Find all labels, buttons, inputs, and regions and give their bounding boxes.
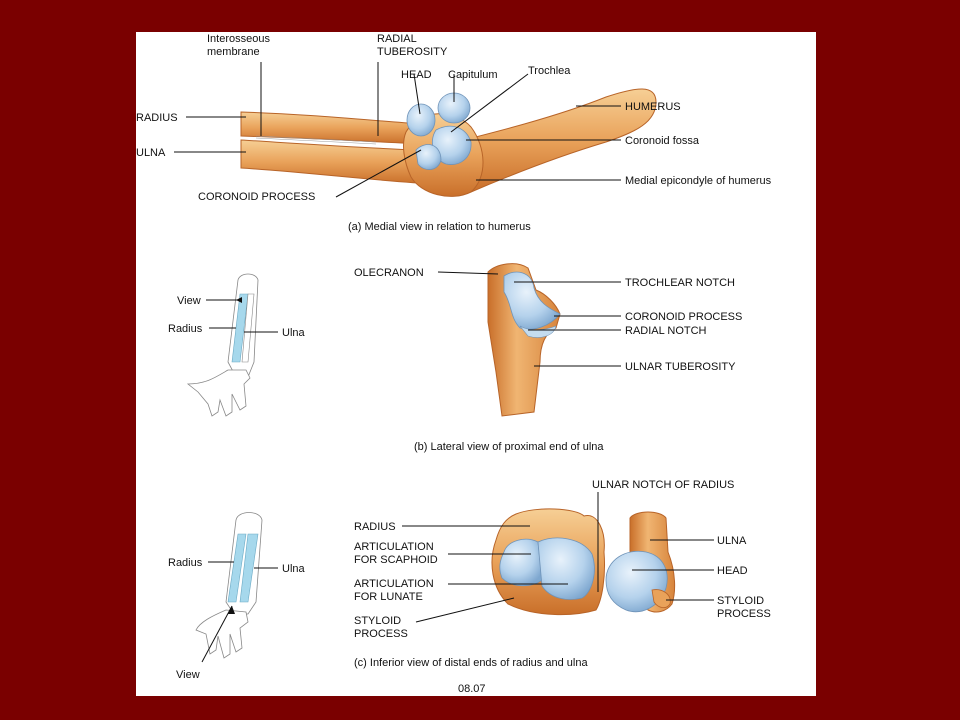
figure-id: 08.07 (458, 683, 486, 695)
panel-b-inset-arm (186, 273, 259, 417)
label-coronoid-fossa: Coronoid fossa (625, 135, 700, 147)
label-humerus: HUMERUS (625, 101, 681, 113)
label-radial-tuberosity-1: RADIAL (377, 33, 417, 45)
label-trochlear-notch: TROCHLEAR NOTCH (625, 277, 735, 289)
label-ulnar-tuberosity: ULNAR TUBEROSITY (625, 361, 736, 373)
caption-panel-a: (a) Medial view in relation to humerus (348, 221, 531, 233)
label-head-a: HEAD (401, 69, 432, 81)
label-art-lunate-2: FOR LUNATE (354, 591, 423, 603)
radial-notch-cartilage (519, 325, 557, 338)
coronoid-cartilage (415, 144, 442, 170)
lunate-articulation (537, 537, 595, 600)
inset-c-ulna: Ulna (282, 563, 306, 575)
label-ulnar-notch: ULNAR NOTCH OF RADIUS (592, 479, 734, 491)
label-radial-tuberosity-2: TUBEROSITY (377, 46, 448, 58)
inset-c-view: View (176, 669, 200, 681)
panel-c-bones-illustration (491, 508, 676, 616)
label-radial-notch: RADIAL NOTCH (625, 325, 707, 337)
inset-c-radius: Radius (168, 557, 203, 569)
panel-c-inset-leaders (201, 561, 278, 663)
label-coronoid-process-b: CORONOID PROCESS (625, 311, 742, 323)
panel-c-leaders (402, 492, 714, 623)
label-interosseous-1: Interosseous (207, 33, 270, 45)
panel-a-leaders (174, 62, 621, 198)
label-medial-epicondyle: Medial epicondyle of humerus (625, 175, 772, 187)
trochlear-notch-cartilage (503, 271, 561, 330)
label-styloid-left-1: STYLOID (354, 615, 401, 627)
radius-bone (240, 111, 432, 145)
caption-panel-c: (c) Inferior view of distal ends of radi… (354, 657, 588, 669)
caption-panel-b: (b) Lateral view of proximal end of ulna (414, 441, 604, 453)
label-olecranon: OLECRANON (354, 267, 424, 279)
label-trochlea: Trochlea (528, 65, 571, 77)
label-art-scaphoid-1: ARTICULATION (354, 541, 434, 553)
label-head-c: HEAD (717, 565, 748, 577)
label-styloid-right-2: PROCESS (717, 608, 771, 620)
panel-b-ulna-illustration (487, 263, 561, 417)
humerus-bone (435, 88, 657, 193)
inset-b-ulna: Ulna (282, 327, 306, 339)
label-ulna-a: ULNA (136, 147, 166, 159)
radial-head-cartilage (406, 103, 436, 137)
label-styloid-left-2: PROCESS (354, 628, 408, 640)
label-ulna-c: ULNA (717, 535, 747, 547)
label-capitulum: Capitulum (448, 69, 498, 81)
scaphoid-articulation (499, 538, 543, 587)
anatomy-figure: Interosseous membrane RADIAL TUBEROSITY … (136, 33, 772, 695)
panel-a-illustration (240, 88, 657, 197)
panel-b-inset-leaders (206, 297, 278, 333)
ulnar-head-cartilage (605, 550, 668, 613)
label-interosseous-2: membrane (207, 46, 260, 58)
label-art-scaphoid-2: FOR SCAPHOID (354, 554, 438, 566)
inset-b-radius: Radius (168, 323, 203, 335)
figure-panel: Interosseous membrane RADIAL TUBEROSITY … (136, 32, 816, 696)
label-styloid-right-1: STYLOID (717, 595, 764, 607)
ulnar-styloid (651, 589, 671, 608)
label-art-lunate-1: ARTICULATION (354, 578, 434, 590)
panel-b-leaders (437, 271, 621, 367)
label-radius-c: RADIUS (354, 521, 396, 533)
label-coronoid-process-a: CORONOID PROCESS (198, 191, 315, 203)
label-radius-a: RADIUS (136, 112, 178, 124)
panel-c-inset-arm (195, 512, 263, 659)
inset-b-view: View (177, 295, 201, 307)
